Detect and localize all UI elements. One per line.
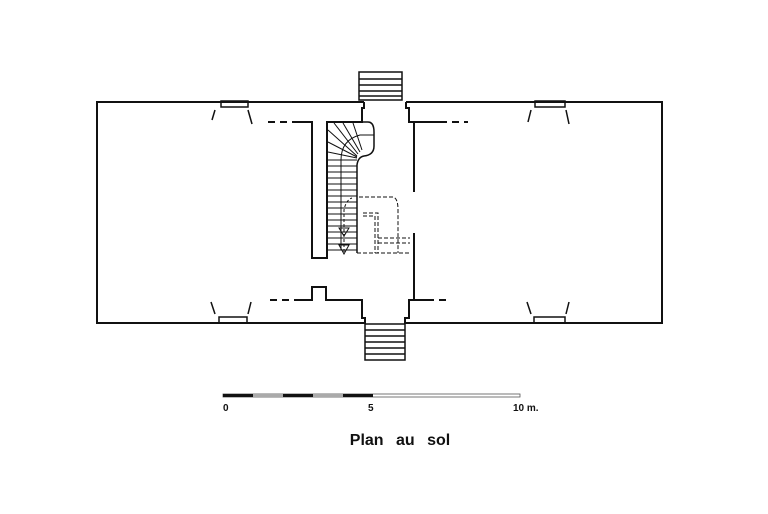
stair-newel <box>356 121 375 253</box>
scale-label-10: 10 m. <box>513 403 539 414</box>
entrance-steps-top <box>358 71 403 101</box>
scale-bar <box>222 393 521 398</box>
window-bottom-left <box>210 301 252 324</box>
interior-staircase <box>327 122 374 256</box>
hall-wall-bottom-right <box>404 299 414 324</box>
dashed-stair-below <box>357 196 410 254</box>
hall-wall-top-left <box>297 102 365 259</box>
hall-wall-top-right <box>405 102 440 123</box>
entrance-steps-bottom <box>364 323 406 361</box>
scale-label-0: 0 <box>223 403 229 414</box>
hall-wall-right-lower <box>413 233 427 301</box>
window-top-right <box>527 100 570 125</box>
outer-wall-right <box>406 101 663 324</box>
window-top-left <box>211 100 253 125</box>
plan-title: Plan au sol <box>349 432 451 449</box>
scale-label-5: 5 <box>368 403 374 414</box>
stair-arrow <box>343 197 353 252</box>
outer-wall-left <box>96 101 364 324</box>
partition-dashed <box>268 121 468 301</box>
window-bottom-right <box>526 301 570 324</box>
hall-wall-bottom-left <box>300 286 366 324</box>
